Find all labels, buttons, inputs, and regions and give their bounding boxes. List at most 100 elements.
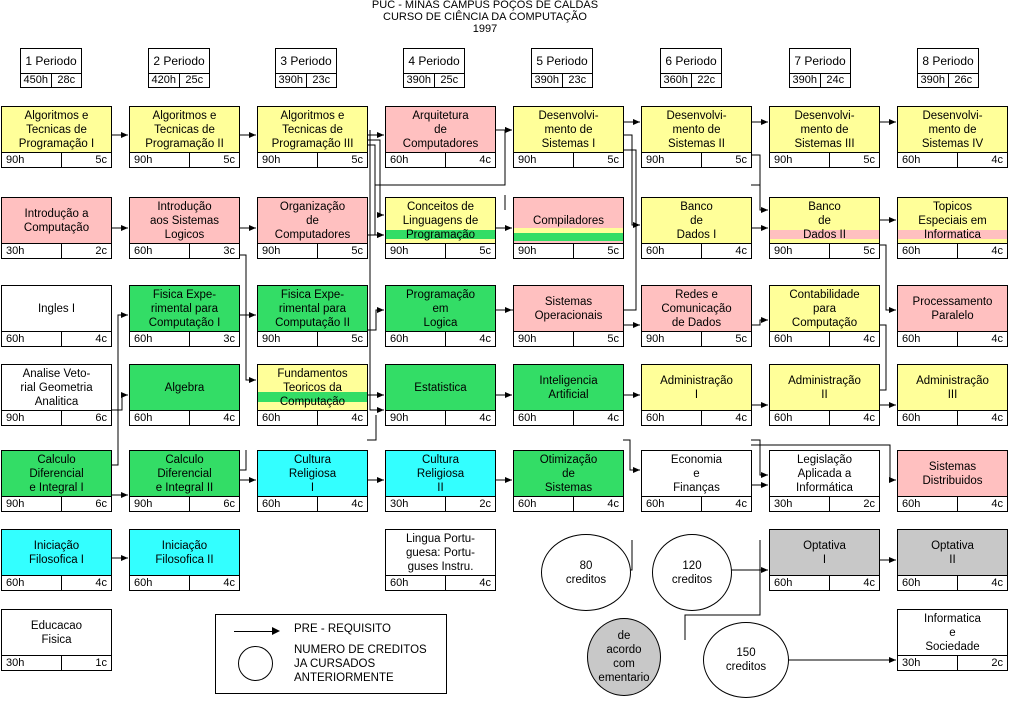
header-institution: PUC - MINAS CAMPUS POÇOS DE CALDAS — [371, 0, 599, 11]
course-name: Desenvolvi- mento de Sistemas III — [794, 109, 855, 150]
course-credits: 4c — [991, 245, 1003, 257]
course-name: Conceitos de Linguagens de Programação — [402, 200, 479, 241]
course-hours: 60h — [898, 332, 958, 346]
course-credits: 2c — [95, 245, 107, 257]
period-label: 6 Periodo — [661, 49, 721, 74]
course-credits: 4c — [991, 498, 1003, 510]
course-name: Administração III — [916, 374, 989, 401]
course-name: Fisica Expe- rimental para Computação I — [148, 288, 221, 329]
course-hours: 60h — [898, 153, 958, 167]
color-stripe — [386, 230, 495, 239]
period-label: 2 Periodo — [149, 49, 209, 74]
legend-credits-label: NUMERO DE CREDITOS JA CURSADOS ANTERIORM… — [294, 644, 427, 684]
connector-line-45 — [751, 439, 768, 478]
course-hours: 60h — [898, 497, 958, 511]
course-name: Calculo Diferencial e Integral II — [155, 453, 214, 494]
legend-arrow-line — [234, 631, 276, 632]
legend-circle-icon — [238, 646, 273, 681]
course-credits: 1c — [95, 657, 107, 669]
ementario-circle: de acordo com ementario — [587, 618, 661, 696]
course-name: Iniciação Filosofica II — [155, 539, 214, 566]
course-name: Lingua Portu- guesa: Portu- guses Instru… — [405, 532, 476, 573]
course-credits: 5c — [735, 333, 747, 345]
course-hours: 60h — [2, 576, 62, 590]
course-credits: 4c — [95, 333, 107, 345]
course-algoritmos-3: Algoritmos e Tecnicas de Programação III… — [257, 106, 368, 168]
course-hours: 60h — [386, 153, 446, 167]
header-course: CURSO DE CIÊNCIA DA COMPUTAÇÃO — [383, 11, 587, 23]
course-name: Optativa I — [803, 539, 846, 566]
course-hours: 60h — [386, 332, 446, 346]
course-name: Cultura Religiosa I — [288, 453, 337, 494]
period-hours: 420h — [151, 74, 176, 86]
course-credits: 4c — [863, 412, 875, 424]
course-credits: 6c — [95, 498, 107, 510]
course-name: Informatica e Sociedade — [924, 612, 981, 653]
course-name: Calculo Diferencial e Integral I — [29, 453, 84, 494]
course-name: Organização de Computadores — [274, 200, 351, 241]
course-credits: 4c — [991, 577, 1003, 589]
course-name: Banco de Dados II — [803, 200, 846, 241]
course-credits: 5c — [607, 333, 619, 345]
period-label: 4 Periodo — [404, 49, 464, 74]
course-hours: 60h — [514, 411, 574, 425]
course-credits: 4c — [735, 412, 747, 424]
connector-line-15 — [623, 134, 640, 228]
course-hours: 30h — [770, 497, 830, 511]
course-hours: 90h — [770, 153, 830, 167]
course-credits: 3c — [223, 245, 235, 257]
course-hours: 60h — [642, 411, 702, 425]
course-credits: 4c — [479, 412, 491, 424]
course-fisica-2: Fisica Expe- rimental para Computação II… — [257, 285, 368, 347]
course-lingua-portuguesa: Lingua Portu- guesa: Portu- guses Instru… — [385, 529, 496, 591]
course-hours: 90h — [258, 244, 318, 258]
course-hours: 30h — [2, 656, 62, 670]
course-hours: 60h — [642, 244, 702, 258]
course-hours: 60h — [130, 244, 190, 258]
course-credits: 4c — [479, 154, 491, 166]
course-hours: 90h — [130, 153, 190, 167]
course-credits: 5c — [351, 333, 363, 345]
course-name: Algoritmos e Tecnicas de Programação I — [18, 109, 95, 150]
connector-line-27 — [367, 307, 384, 331]
connector-line-29 — [239, 254, 256, 383]
credits-circle-120: 120 creditos — [652, 534, 732, 611]
course-name: Redes e Comunicação de Dados — [661, 288, 732, 329]
course-hours: 90h — [258, 332, 318, 346]
course-name: Ingles I — [37, 302, 76, 315]
course-credits: 5c — [735, 154, 747, 166]
course-name: Compiladores — [533, 214, 604, 227]
course-credits: 6c — [223, 498, 235, 510]
credits-circle-150: 150 creditos — [703, 622, 789, 698]
course-credits: 4c — [351, 498, 363, 510]
connector-line-10 — [374, 160, 384, 238]
course-name: Otimização de Sistemas — [539, 453, 598, 494]
course-credits: 4c — [95, 577, 107, 589]
